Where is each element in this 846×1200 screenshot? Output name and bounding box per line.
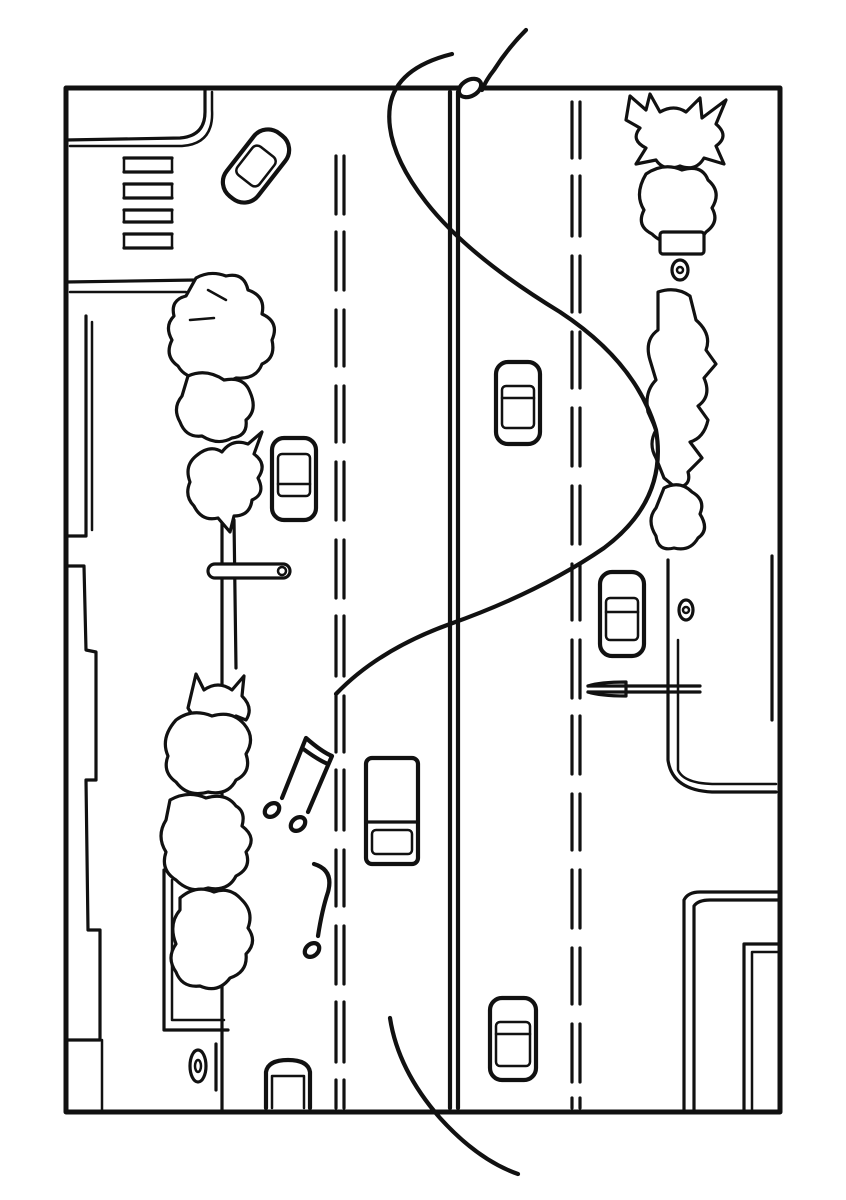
music-note-icon [262,735,335,833]
tree-icon [186,430,264,534]
street-lamp-icon [206,562,292,580]
crosswalk-icon [122,156,174,250]
car-icon [493,359,543,447]
street-lamp-icon [586,680,702,698]
car-icon [487,995,539,1083]
sidewalk-corner-top-left [64,86,214,148]
panel-frame [63,85,783,1115]
car-icon [269,435,319,523]
music-note-icon [302,861,332,959]
car-icon [597,569,647,659]
truck-icon [363,755,421,867]
motion-swirl [333,51,660,697]
fire-hydrant-icon [670,258,690,282]
motion-swirl-tail [387,1015,521,1177]
tree-icon [166,271,276,384]
lane-markings [334,100,582,1110]
tree-icon [159,672,255,991]
center-line [447,89,461,1111]
tree-icon [174,371,255,444]
fire-hydrant-icon [677,598,695,622]
tree-icon [624,92,728,256]
car-icon [220,127,292,205]
fire-hydrant-icon [188,1042,218,1092]
music-note-icon [456,27,529,100]
car-icon [263,1057,313,1111]
tree-icon [645,288,718,551]
right-sidewalk [666,554,782,1112]
